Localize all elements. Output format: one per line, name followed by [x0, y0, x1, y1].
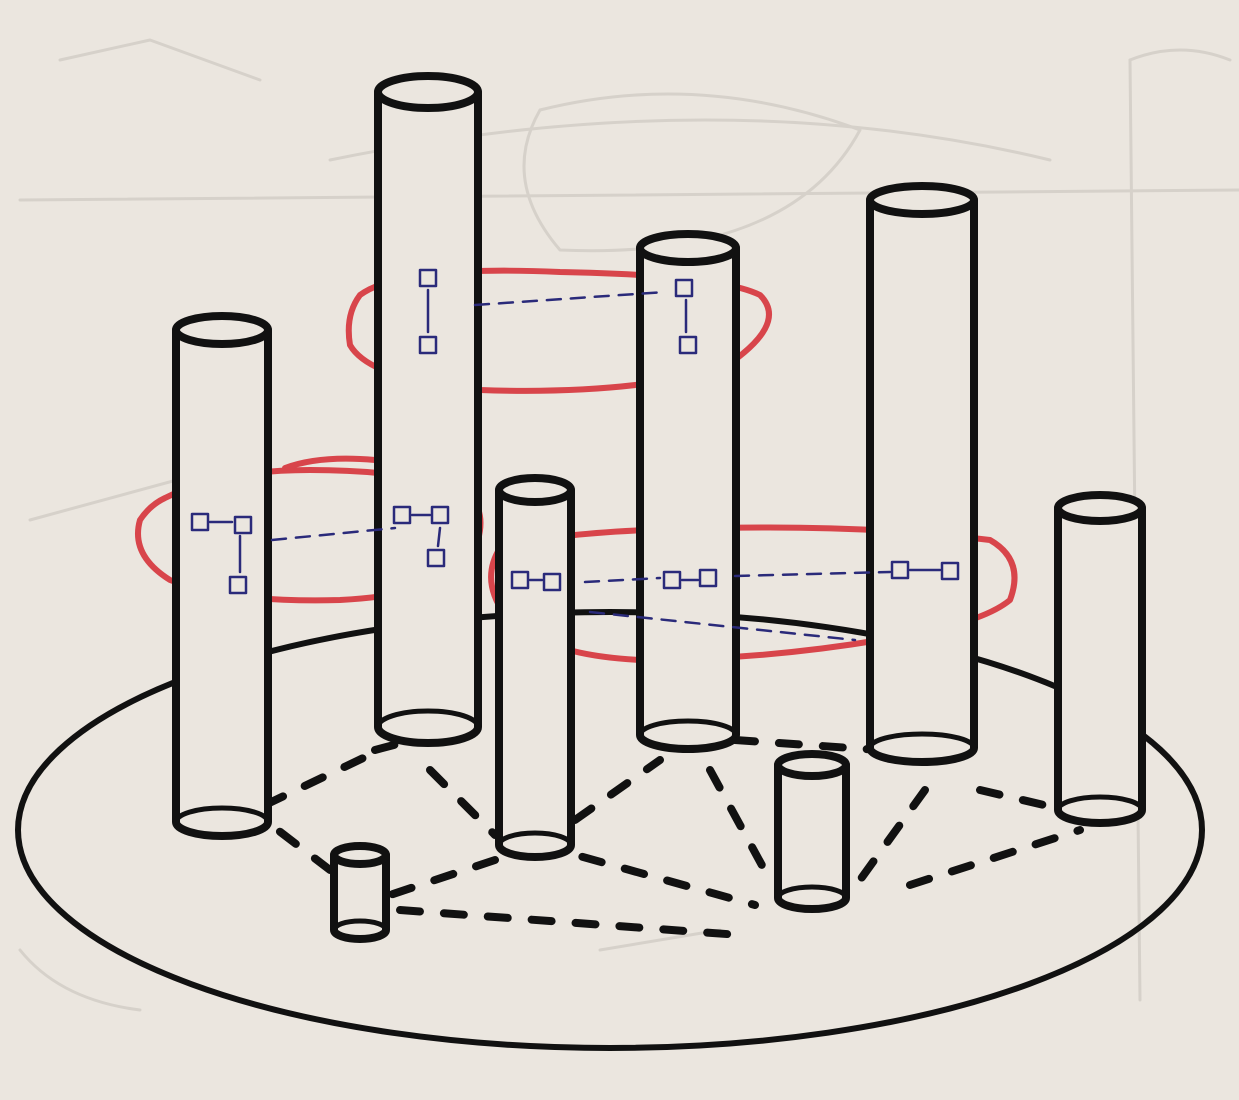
base-link [976, 786, 1069, 814]
process-box [228, 575, 248, 595]
pillar-8-bottom-rim [331, 918, 389, 933]
pillar-8-top-cap [330, 842, 390, 868]
pillar-4-body [636, 244, 740, 753]
pillar-2-top-cap [374, 72, 482, 112]
pillar-4 [636, 230, 740, 753]
process-boxes [190, 268, 960, 595]
base-platform-ellipse [15, 609, 1205, 1051]
pillar-7-top-cap [774, 750, 850, 780]
pillar-3-bottom-rim [496, 830, 574, 848]
process-box [698, 568, 718, 588]
process-box [392, 505, 412, 525]
pillar-3-top-cap [495, 474, 575, 506]
base-link [706, 766, 774, 884]
base-link [571, 756, 664, 824]
pillar-5 [866, 182, 978, 766]
pillar-4-top-cap [636, 230, 740, 266]
base-link [731, 736, 884, 754]
process-box [662, 570, 682, 590]
pillar-1-bottom-rim [173, 805, 271, 825]
pillar-2 [374, 72, 482, 747]
base-link [356, 856, 499, 909]
base-link [536, 841, 759, 909]
pillar-1-top-cap [172, 312, 272, 348]
base-link [261, 746, 384, 809]
pillar-5-body [866, 196, 978, 766]
base-link [396, 906, 744, 939]
process-box [418, 335, 438, 355]
ring-connector [588, 610, 857, 642]
process-box [940, 561, 960, 581]
process-box [190, 512, 210, 532]
flow-arrow [436, 526, 442, 548]
ring-connector [733, 570, 892, 578]
process-box [233, 515, 253, 535]
pillar-1 [172, 312, 272, 840]
process-box [674, 278, 694, 298]
process-box [430, 505, 450, 525]
base-link [856, 786, 929, 884]
pillar-6 [1054, 491, 1146, 827]
pillar-5-bottom-rim [867, 731, 977, 751]
pillar-6-body [1054, 504, 1146, 827]
pillar-4-bottom-rim [637, 718, 739, 738]
process-box [678, 335, 698, 355]
pillar-7 [774, 750, 850, 913]
ring-connector [473, 290, 667, 307]
pillar-3 [495, 474, 575, 861]
process-box [542, 572, 562, 592]
pillar-6-top-cap [1054, 491, 1146, 525]
base-link [426, 766, 499, 839]
pillar-3-body [495, 486, 575, 861]
base-link [906, 826, 1084, 889]
pillar-5-top-cap [866, 182, 978, 218]
process-box [510, 570, 530, 590]
pillar-8 [330, 842, 390, 943]
process-box [890, 560, 910, 580]
ring-connector [583, 576, 662, 584]
pillar-8-body [330, 851, 390, 943]
pillar-2-bottom-rim [375, 708, 481, 730]
ring-connector [270, 526, 397, 542]
pillar-6-bottom-rim [1055, 794, 1145, 813]
pillar-7-bottom-rim [775, 884, 849, 901]
pillar-7-body [774, 761, 850, 913]
process-box [426, 548, 446, 568]
process-box [418, 268, 438, 288]
pillar-1-body [172, 326, 272, 840]
ring-dashed-connectors [270, 290, 892, 642]
pillars [172, 72, 1146, 943]
pillar-2-body [374, 88, 482, 747]
red-ring-left-cap [282, 455, 378, 471]
